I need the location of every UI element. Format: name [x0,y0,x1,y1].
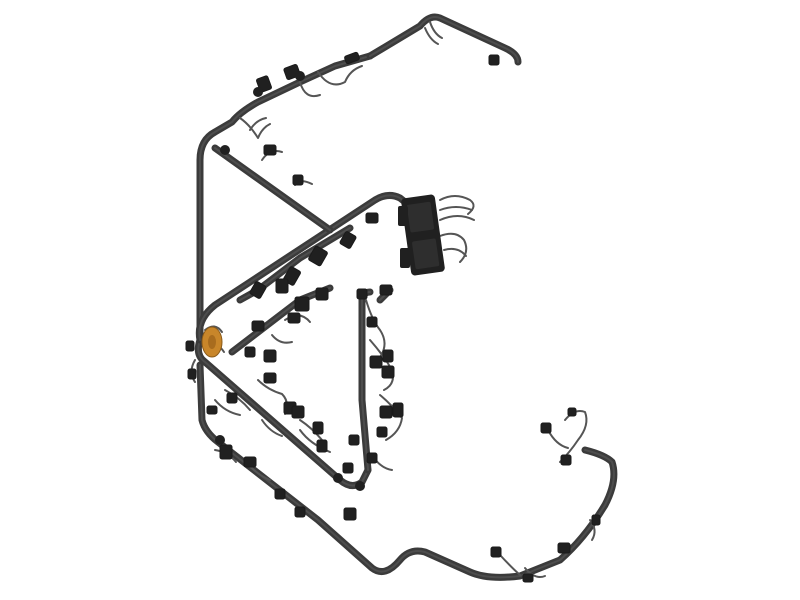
connector-plug [294,506,306,518]
connector-plug [185,340,195,352]
branch-wire [439,232,468,263]
harness-trunk-highlight [198,194,411,341]
harness-clip [253,87,263,97]
connector-plug [591,514,601,526]
connector-plug [275,278,289,294]
harness-trunk-highlight [199,364,615,579]
connector-plug [312,421,324,435]
branch-wire [299,81,321,98]
connector-plug [540,422,552,434]
connector-plug [187,368,197,380]
harness-trunk-highlight [197,339,369,487]
harness-trunk-highlight [369,16,519,63]
ecu-and-grommet [201,71,445,491]
branch-wire [214,399,241,416]
harness-clip [295,71,305,81]
branch-wire [239,117,271,139]
ecu-side-plug [400,248,410,268]
connector-plug [291,405,305,419]
connector-plug [342,462,354,474]
connector-plug [379,284,393,296]
connector-plug [243,456,257,468]
branch-wire [589,519,596,541]
connector-plug [356,288,368,300]
connector-plug [263,349,277,363]
branch-wire [439,206,473,211]
branch-wire [429,21,443,39]
branch-wire [499,554,521,576]
connector-plug [226,392,238,404]
connector-plug [294,296,310,312]
connector-plug [560,454,572,466]
connector-plug [557,542,571,554]
connector-plug [365,212,379,224]
connector-plug [381,365,395,379]
harness-clip [333,473,343,483]
branch-wire [524,567,546,578]
branch-wire [439,195,475,215]
connector-plug [344,51,360,65]
connector-plug [522,573,534,583]
connector-plug [379,405,393,419]
connector-plug [263,372,277,384]
connector-plug [287,312,301,324]
branch-wire [317,65,363,86]
ecu-connector-upper [406,201,435,233]
connector-plug [490,546,502,558]
connector-plug [274,488,286,500]
connector-plug [249,281,267,299]
connector-plug [206,405,218,415]
branch-wire [439,215,475,221]
connector-plug [488,54,500,66]
connector-plug [316,439,328,453]
connector-plug [366,452,378,464]
branch-wire [261,419,283,437]
connector-plug [348,434,360,446]
connector-plug [315,287,329,301]
branch-wire [271,334,293,344]
branch-wire [424,27,439,45]
branch-wire [379,394,403,441]
branch-wire [249,117,267,131]
harness-clip [215,435,225,445]
harness-clip [220,145,230,155]
connector-plug [308,245,328,267]
harness-trunk-highlight [214,147,331,231]
connector-plug [251,320,265,332]
connector-plug [366,316,378,328]
connector-plug [369,355,383,369]
harness-clip [355,481,365,491]
orange-grommet-center [208,335,216,349]
connector-plug [382,349,394,363]
harness-trunk-highlight [199,55,371,341]
connector-plug [292,174,304,186]
ecu-connector-lower [412,238,440,270]
branch-wire [559,410,588,463]
connector-plug [263,144,277,156]
harness-trunk [196,361,618,581]
connector-plug [339,231,357,249]
branch-wire [365,299,386,361]
connector-plug [343,507,357,521]
branch-wire [443,247,467,257]
connector-plug [376,426,388,438]
connector-plug [392,402,404,418]
branch-wire [224,389,251,411]
connectors [185,51,601,583]
ecu-side-plug [398,206,408,226]
connector-plug [567,407,577,417]
connector-plug [219,444,233,460]
connector-plug [244,346,256,358]
harness-trunk [194,336,372,489]
branch-wire [299,419,323,441]
